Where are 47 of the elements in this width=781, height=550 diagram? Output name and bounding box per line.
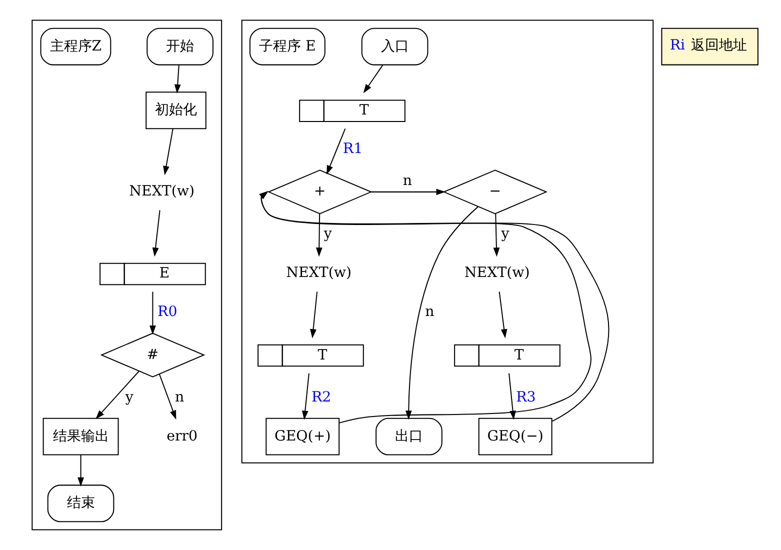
arrow	[404, 206, 478, 420]
cluster	[240, 20, 654, 464]
arrow	[492, 214, 500, 257]
node-text: NEXT(w)	[128, 184, 194, 200]
arrow	[77, 454, 84, 487]
node-diamond: #	[100, 332, 205, 378]
arrow	[162, 128, 173, 176]
node-box: 入口	[360, 28, 428, 66]
node-diamond: +	[266, 170, 372, 214]
arrow	[152, 210, 160, 257]
edge-label: n	[424, 304, 434, 320]
arrow	[301, 373, 309, 420]
node-text: err0	[166, 428, 198, 444]
arrow	[362, 64, 383, 94]
edge-label: R1	[342, 141, 362, 158]
arrow	[149, 292, 156, 335]
node-box: 子程序 E	[248, 28, 325, 66]
cluster	[31, 20, 222, 530]
edge-label: R0	[157, 304, 177, 320]
arrow	[95, 371, 139, 420]
arrow	[370, 188, 445, 196]
node-box: GEQ(+)	[265, 418, 340, 456]
arrow	[498, 292, 507, 338]
arrow	[326, 128, 346, 175]
node-box: 结束	[46, 484, 114, 522]
edge-label: R3	[516, 389, 536, 406]
node-diamond: −	[442, 170, 548, 214]
node-box: 出口	[375, 418, 442, 456]
node-box: 结果输出	[42, 418, 118, 456]
arrow	[310, 292, 318, 338]
arrow	[158, 374, 176, 420]
node-text: NEXT(w)	[286, 265, 352, 282]
arrow	[315, 214, 322, 257]
edge-label: y	[500, 226, 509, 242]
node-box: GEQ(−)	[478, 418, 552, 456]
edge-label: n	[402, 173, 412, 190]
arrow	[508, 373, 516, 420]
node-box: 初始化	[145, 92, 206, 130]
arrow	[174, 65, 180, 94]
node-box: 主程序Z	[40, 28, 111, 66]
edge-label: y	[124, 389, 133, 406]
node-text: NEXT(w)	[464, 265, 530, 282]
node-box: Ri 返回地址	[660, 28, 758, 66]
edge-label: R2	[311, 389, 331, 406]
edge-label: n	[174, 389, 184, 406]
node-box: 开始	[146, 28, 213, 66]
edge-label: y	[323, 226, 332, 242]
